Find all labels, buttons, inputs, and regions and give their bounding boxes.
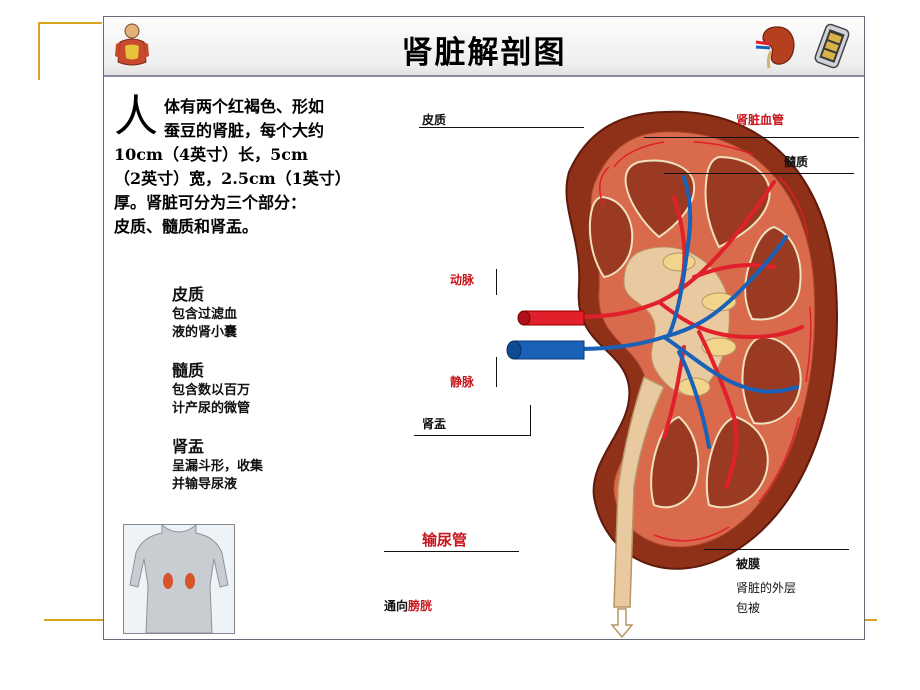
intro-line: 皮质、髓质和肾盂。 — [114, 217, 259, 236]
leader-line-pelvis-v — [530, 405, 531, 436]
renal-vein-opening — [506, 340, 522, 360]
intro-line: 厚。肾脏可分为三个部分： — [114, 193, 307, 212]
decor-line-bottom — [44, 619, 104, 621]
intro-dropcap: 人 — [114, 91, 158, 142]
diagram-frame: 肾脏解剖图 人 体有两个红褐色、形如 蚕豆的肾脏，每个大约 10cm（4英寸）长… — [103, 16, 865, 640]
intro-line: 10cm（4英寸）长，5cm — [114, 145, 308, 164]
decor-line-top — [38, 22, 102, 24]
medullary-pyramid — [704, 155, 771, 249]
intro-line: （2英寸）宽，2.5cm（1英寸） — [114, 169, 351, 188]
down-arrow-icon — [610, 608, 634, 639]
medullary-pyramid — [705, 415, 769, 509]
page-title: 肾脏解剖图 — [401, 35, 567, 71]
renal-artery-opening — [517, 310, 531, 326]
intro-paragraph: 人 体有两个红褐色、形如 蚕豆的肾脏，每个大约 10cm（4英寸）长，5cm （… — [114, 95, 414, 239]
human-anatomy-icon — [115, 23, 149, 66]
leader-line-cortex — [419, 127, 584, 128]
human-body-figure — [129, 523, 229, 634]
label-bladder: 膀胱 — [408, 599, 433, 613]
label-vein: 静脉 — [450, 375, 475, 389]
renal-vein-trunk — [513, 340, 585, 360]
label-medulla: 髓质 — [784, 155, 809, 169]
part-medulla-desc: 包含数以百万 — [172, 383, 251, 398]
part-medulla-desc: 计产尿的微管 — [172, 401, 251, 416]
leader-line-vein — [496, 357, 497, 387]
header-bar: 肾脏解剖图 — [104, 17, 864, 77]
label-artery: 动脉 — [450, 273, 475, 287]
label-capsule-desc: 包被 — [736, 601, 761, 615]
renal-sinus — [623, 246, 730, 395]
decor-line-left — [38, 22, 40, 80]
label-capsule: 被膜 — [736, 557, 761, 571]
cortical-vessels — [598, 141, 812, 542]
leader-line-vessels — [644, 137, 859, 138]
part-cortex-desc: 包含过滤血 — [172, 307, 238, 322]
film-reel-icon — [814, 23, 850, 69]
kidney-icon — [755, 26, 795, 69]
medullary-pyramid — [741, 335, 802, 425]
label-pelvis: 肾盂 — [422, 417, 447, 431]
human-body-thumbnail — [123, 523, 235, 634]
part-pelvis-desc: 并输导尿液 — [172, 477, 238, 492]
kidney-cross-section — [506, 110, 838, 639]
decor-line-bottom-right — [865, 619, 877, 621]
vein-branches — [572, 175, 799, 449]
leader-line-capsule — [704, 549, 849, 550]
label-ureter: 输尿管 — [422, 531, 468, 549]
intro-line: 蚕豆的肾脏，每个大约 — [164, 121, 325, 140]
label-to-bladder: 通向膀胱 — [384, 597, 432, 614]
renal-artery-trunk — [523, 310, 585, 326]
medullary-pyramid — [744, 225, 802, 321]
label-cortex: 皮质 — [422, 113, 447, 127]
leader-line-pelvis — [414, 435, 530, 436]
part-medulla-title: 髓质 — [172, 361, 205, 380]
label-to-bladder-prefix: 通向 — [384, 599, 409, 613]
leader-line-medulla — [664, 173, 854, 174]
leader-line-artery — [496, 269, 497, 295]
part-pelvis-desc: 呈漏斗形，收集 — [172, 459, 264, 474]
part-pelvis-title: 肾盂 — [172, 437, 205, 456]
label-capsule-desc: 肾脏的外层 — [736, 581, 797, 595]
intro-line: 体有两个红褐色、形如 — [164, 97, 325, 116]
ureter — [613, 375, 665, 608]
part-cortex-desc: 液的肾小囊 — [172, 325, 238, 340]
medullary-pyramid — [624, 159, 696, 239]
medullary-pyramid — [588, 195, 634, 279]
leader-line-ureter — [384, 551, 519, 552]
label-renal-vessels: 肾脏血管 — [736, 113, 785, 127]
calyx — [662, 252, 696, 272]
part-cortex-title: 皮质 — [172, 285, 205, 304]
